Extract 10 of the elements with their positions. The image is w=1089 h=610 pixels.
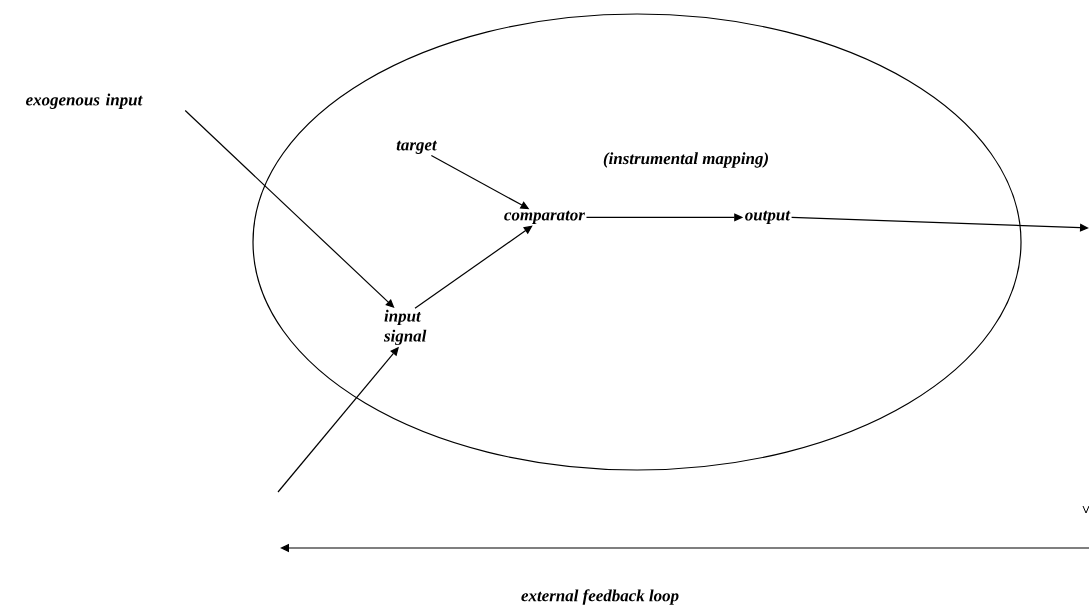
arrow (791, 216, 1089, 232)
node-label: input signal (383, 309, 427, 346)
node-label: exogenous input (26, 93, 143, 109)
node-label: comparator (504, 210, 585, 224)
ellipse-boundary (252, 13, 1022, 471)
arrow (414, 225, 533, 309)
node-label: output (745, 210, 791, 224)
loop-label: external feedback loop (521, 589, 679, 605)
edge-label: (instrumental mapping) (601, 151, 771, 169)
node-label: target (396, 140, 438, 154)
